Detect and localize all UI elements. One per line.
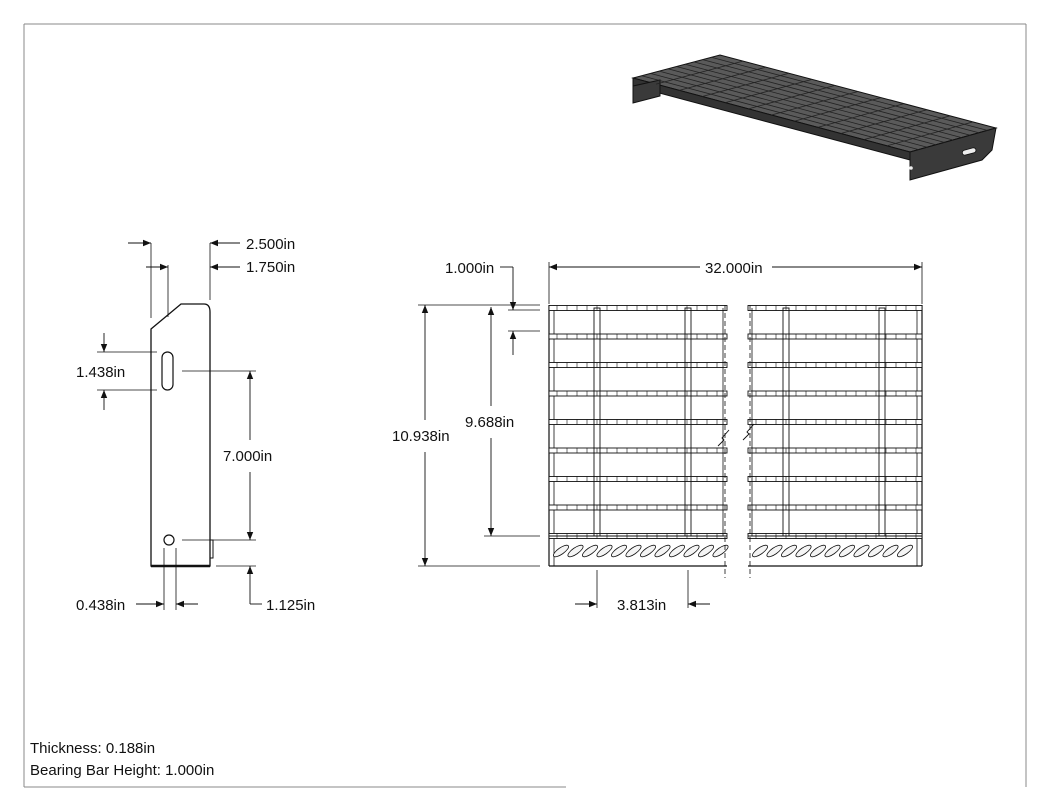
dim-crossbar-spacing: 3.813in <box>617 597 666 614</box>
bearing-bar <box>747 362 923 368</box>
bearing-bar <box>548 419 728 425</box>
nosing-abrasive-pattern <box>683 544 700 558</box>
iso-cross-bar <box>840 109 928 134</box>
nosing-abrasive-pattern <box>712 544 729 558</box>
bearing-bar <box>747 476 923 482</box>
iso-cross-bar <box>771 91 859 116</box>
nosing-abrasive-pattern <box>669 544 685 558</box>
nosing-abrasive-pattern <box>897 544 913 558</box>
bearing-bar <box>747 419 923 425</box>
nosing-abrasive-pattern <box>625 544 642 558</box>
nosing-abrasive-pattern <box>553 544 569 558</box>
bearing-bar <box>747 305 923 311</box>
iso-cross-bar <box>679 66 767 91</box>
nosing-abrasive-pattern <box>582 544 598 558</box>
nosing-abrasive-pattern <box>766 544 783 558</box>
bearing-bar <box>747 447 923 454</box>
dim-side-width-overall: 2.500in <box>246 236 295 253</box>
iso-cross-bar <box>886 121 974 147</box>
dim-front-bar: 1.000in <box>445 260 494 277</box>
dim-hole-offset: 0.438in <box>76 597 125 614</box>
nosing-abrasive-pattern <box>824 544 841 558</box>
dim-grating-depth: 9.688in <box>465 414 514 431</box>
bearing-bar <box>747 333 923 340</box>
side-view: 2.500in 1.750in 1.438in 7.000in 0.438in … <box>76 236 315 614</box>
iso-cross-bar <box>702 72 790 97</box>
nosing-abrasive-pattern <box>810 544 826 558</box>
bearing-bar-note: Bearing Bar Height: 1.000in <box>30 762 215 779</box>
bearing-bar <box>548 504 728 511</box>
sheet-frame <box>23 23 1027 788</box>
nosing-abrasive-pattern <box>795 544 812 558</box>
nosing-abrasive-pattern <box>640 544 656 558</box>
dim-slot-length: 1.438in <box>76 364 125 381</box>
dim-hole-to-bottom: 1.125in <box>266 597 315 614</box>
bearing-bar <box>548 333 728 340</box>
nosing-abrasive-pattern <box>596 544 613 558</box>
nosing-abrasive-pattern <box>611 544 627 558</box>
nosing-abrasive-pattern <box>868 544 884 558</box>
bearing-bar <box>548 476 728 482</box>
bearing-bar <box>548 447 728 454</box>
iso-cross-bar <box>863 115 951 141</box>
nosing-abrasive-pattern <box>853 544 870 558</box>
iso-cross-bar <box>817 103 905 128</box>
dim-overall-length: 32.000in <box>705 260 763 277</box>
bearing-bar <box>548 390 728 397</box>
iso-cross-bar <box>748 85 836 110</box>
top-view: 1.000in 32.000in 10.938in 9.688in 3.813i… <box>392 260 923 614</box>
iso-cross-bar <box>655 60 744 85</box>
break-symbol-left <box>717 429 730 447</box>
nosing-abrasive-pattern <box>752 544 768 558</box>
isometric-view <box>631 54 998 181</box>
dim-overall-depth: 10.938in <box>392 428 450 445</box>
nosing-abrasive-pattern <box>781 544 797 558</box>
nosing-abrasive-pattern <box>839 544 855 558</box>
dim-side-width-top: 1.750in <box>246 259 295 276</box>
bearing-bar <box>548 305 728 311</box>
nosing-abrasive-pattern <box>882 544 899 558</box>
iso-cross-bar <box>725 78 813 104</box>
bearing-bar <box>747 390 923 397</box>
thickness-note: Thickness: 0.188in <box>30 740 156 757</box>
bearing-bar <box>747 504 923 511</box>
bearing-bar <box>548 362 728 368</box>
nosing-abrasive-pattern <box>567 544 584 558</box>
nosing-abrasive-pattern <box>698 544 714 558</box>
nosing-abrasive-pattern <box>654 544 671 558</box>
dim-slot-to-hole: 7.000in <box>223 448 272 465</box>
break-symbol-right <box>742 423 755 441</box>
iso-cross-bar <box>794 97 882 122</box>
